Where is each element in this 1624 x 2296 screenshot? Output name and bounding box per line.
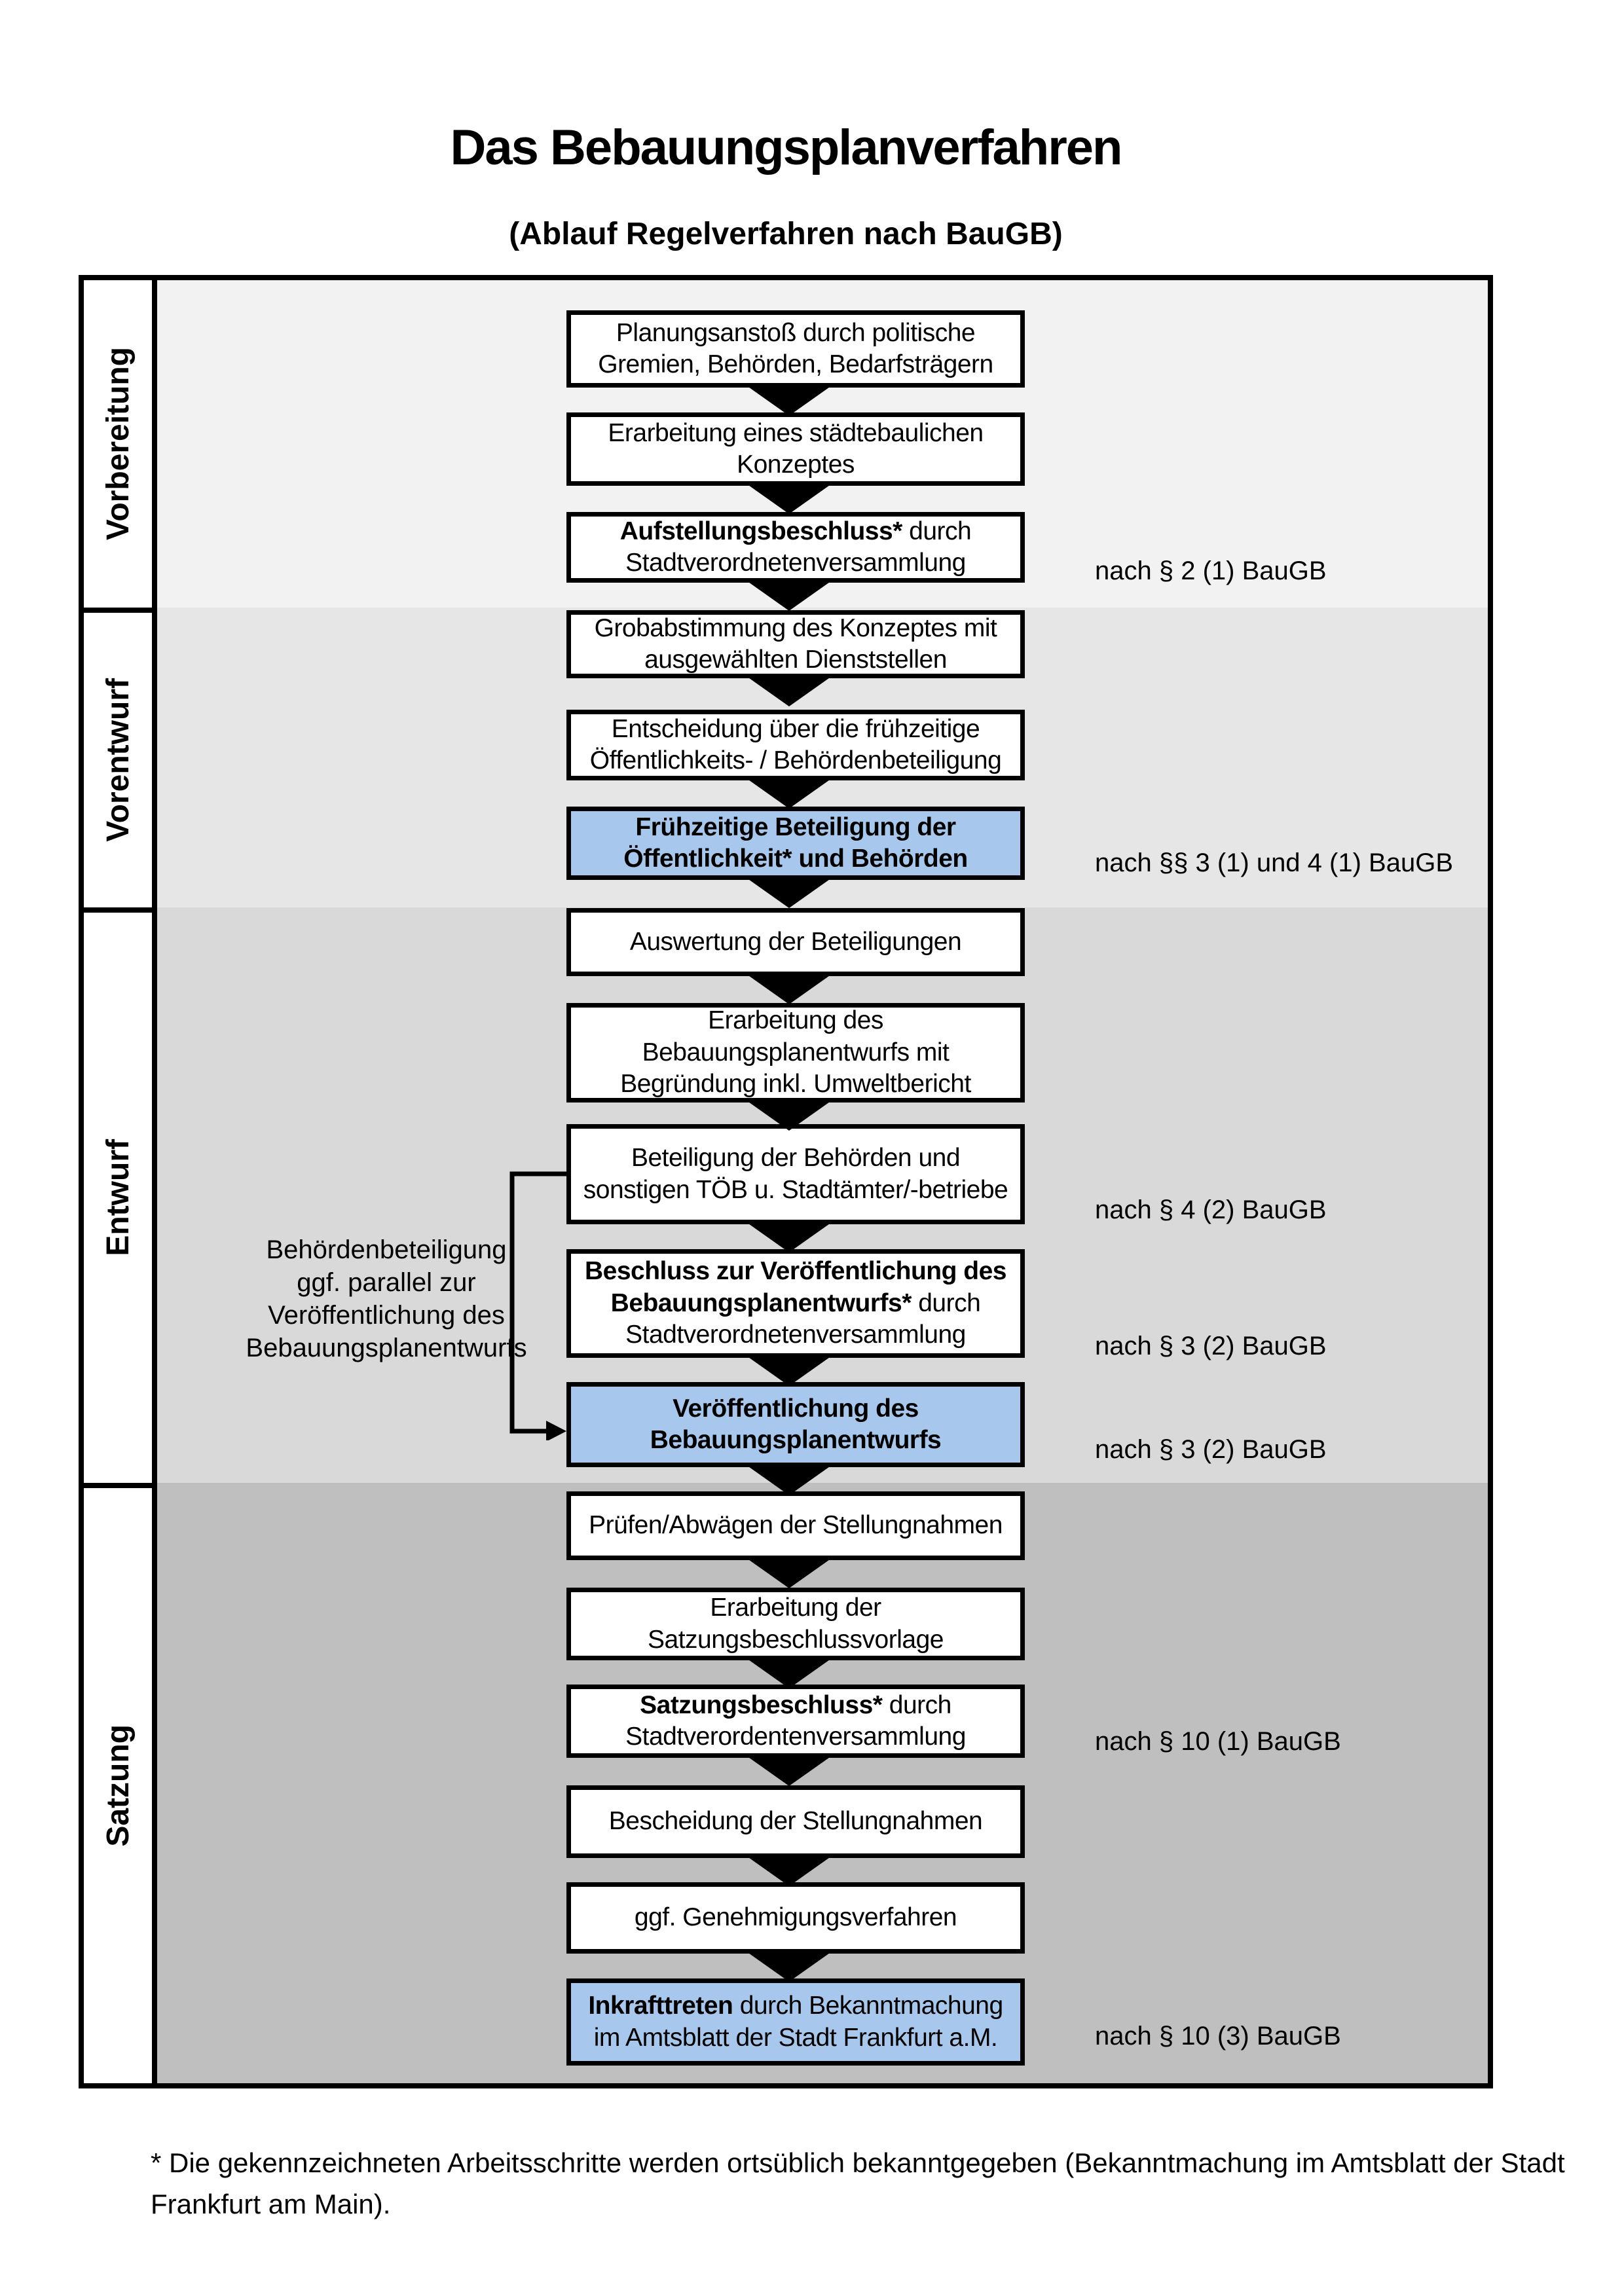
flow-arrow-down-icon	[747, 1658, 832, 1688]
step-text: Satzungsbeschluss* durch Stadtverordente…	[625, 1690, 966, 1751]
sidebar-item-vorentwurf: Vorentwurf	[84, 613, 152, 907]
sidebar-item-satzung: Satzung	[84, 1488, 152, 2083]
step-inkrafttreten: Inkrafttreten durch Bekanntmachung im Am…	[566, 1978, 1025, 2066]
law-reference: nach § 3 (2) BauGB	[1095, 1435, 1327, 1464]
step-text: Beschluss zur Veröffentlichung des Bebau…	[585, 1257, 1006, 1349]
flow-arrow-down-icon	[747, 386, 832, 416]
law-reference: nach §§ 3 (1) und 4 (1) BauGB	[1095, 848, 1453, 877]
flow-arrow-down-icon	[747, 1856, 832, 1886]
law-reference: nach § 3 (2) BauGB	[1095, 1332, 1327, 1360]
step-fruehzeitige-beteiligung: Frühzeitige Beteiligung der Öffentlichke…	[566, 807, 1025, 880]
flow-arrow-down-icon	[747, 581, 832, 611]
page-subtitle: (Ablauf Regelverfahren nach BauGB)	[509, 217, 1063, 251]
step-text: Veröffentlichung des Bebauungsplanentwur…	[650, 1394, 942, 1454]
step-auswertung: Auswertung der Beteiligungen	[566, 908, 1025, 976]
sidebar-item-vorbereitung: Vorbereitung	[84, 280, 152, 608]
law-reference: nach § 10 (1) BauGB	[1095, 1727, 1341, 1756]
phase-label: Satzung	[100, 1724, 136, 1847]
sidebar-divider	[84, 1483, 157, 1488]
flow-arrow-down-icon	[747, 778, 832, 809]
step-text: Auswertung der Beteiligungen	[629, 927, 962, 956]
step-veroeffentlichung: Veröffentlichung des Bebauungsplanentwur…	[566, 1382, 1025, 1467]
page-title: Das Bebauungsplanverfahren	[450, 120, 1123, 175]
step-planungsanstoss: Planungsanstoß durch politische Gremien,…	[566, 310, 1025, 388]
parallel-procedure-note: Behördenbeteiligung ggf. parallel zur Ve…	[246, 1235, 527, 1362]
sidebar-divider	[84, 608, 157, 613]
flow-arrow-down-icon	[747, 1952, 832, 1982]
step-text: ggf. Genehmigungsverfahren	[634, 1903, 957, 1932]
step-aufstellungsbeschluss: Aufstellungsbeschluss* durch Stadtverord…	[566, 512, 1025, 583]
sidebar-divider	[84, 907, 157, 913]
step-satzungsbeschluss: Satzungsbeschluss* durch Stadtverordente…	[566, 1685, 1025, 1758]
phase-label: Entwurf	[100, 1139, 136, 1256]
phase-label: Vorentwurf	[100, 678, 136, 842]
step-text: Erarbeitung des Bebauungsplanentwurfs mi…	[620, 1006, 971, 1099]
step-text: Beteiligung der Behörden und sonstigen T…	[583, 1144, 1008, 1204]
phase-label: Vorbereitung	[100, 347, 136, 541]
law-reference: nach § 4 (2) BauGB	[1095, 1195, 1327, 1224]
step-entwurf-erarbeitung: Erarbeitung des Bebauungsplanentwurfs mi…	[566, 1003, 1025, 1102]
flow-arrow-down-icon	[747, 1558, 832, 1588]
step-text: Bescheidung der Stellungnahmen	[608, 1807, 983, 1836]
step-text: Planungsanstoß durch politische Gremien,…	[598, 318, 993, 378]
step-genehmigungsverfahren: ggf. Genehmigungsverfahren	[566, 1882, 1025, 1954]
step-grobabstimmung: Grobabstimmung des Konzeptes mit ausgewä…	[566, 610, 1025, 678]
law-reference: nach § 2 (1) BauGB	[1095, 556, 1327, 585]
footnote: * Die gekennzeichneten Arbeitsschritte w…	[151, 2147, 1565, 2219]
step-pruefen-abwaegen: Prüfen/Abwägen der Stellungnahmen	[566, 1491, 1025, 1560]
parallel-connector-arrow-icon	[509, 1171, 566, 1440]
step-text: Grobabstimmung des Konzeptes mit ausgewä…	[594, 613, 997, 674]
flow-arrow-down-icon	[747, 1101, 832, 1131]
step-veroeffentlichungsbeschluss: Beschluss zur Veröffentlichung des Bebau…	[566, 1249, 1025, 1358]
step-text: Inkrafttreten durch Bekanntmachung im Am…	[588, 1992, 1003, 2052]
flow-arrow-down-icon	[747, 1356, 832, 1386]
flow-arrow-down-icon	[747, 676, 832, 706]
sidebar-item-entwurf: Entwurf	[84, 913, 152, 1483]
step-text: Frühzeitige Beteiligung der Öffentlichke…	[623, 812, 968, 873]
flow-arrow-down-icon	[747, 1756, 832, 1786]
step-text: Prüfen/Abwägen der Stellungnahmen	[589, 1511, 1003, 1540]
phase-sidebar	[84, 280, 157, 2083]
flow-arrow-down-icon	[747, 1465, 832, 1495]
flow-arrow-down-icon	[747, 1222, 832, 1252]
flow-arrow-down-icon	[747, 974, 832, 1004]
flow-arrow-down-icon	[747, 878, 832, 908]
step-behoerdenbeteiligung: Beteiligung der Behörden und sonstigen T…	[566, 1124, 1025, 1224]
step-text: Erarbeitung eines städtebaulichen Konzep…	[608, 418, 984, 479]
step-bescheidung: Bescheidung der Stellungnahmen	[566, 1785, 1025, 1858]
flow-arrow-down-icon	[747, 484, 832, 514]
step-text: Erarbeitung der Satzungsbeschlussvorlage	[648, 1594, 944, 1654]
step-text: Entscheidung über die frühzeitige Öffent…	[589, 714, 1002, 774]
law-reference: nach § 10 (3) BauGB	[1095, 2022, 1341, 2050]
step-staedtebauliches-konzept: Erarbeitung eines städtebaulichen Konzep…	[566, 412, 1025, 486]
step-satzungsvorlage: Erarbeitung der Satzungsbeschlussvorlage	[566, 1588, 1025, 1660]
step-entscheidung-beteiligung: Entscheidung über die frühzeitige Öffent…	[566, 710, 1025, 780]
step-text: Aufstellungsbeschluss* durch Stadtverord…	[619, 517, 972, 577]
